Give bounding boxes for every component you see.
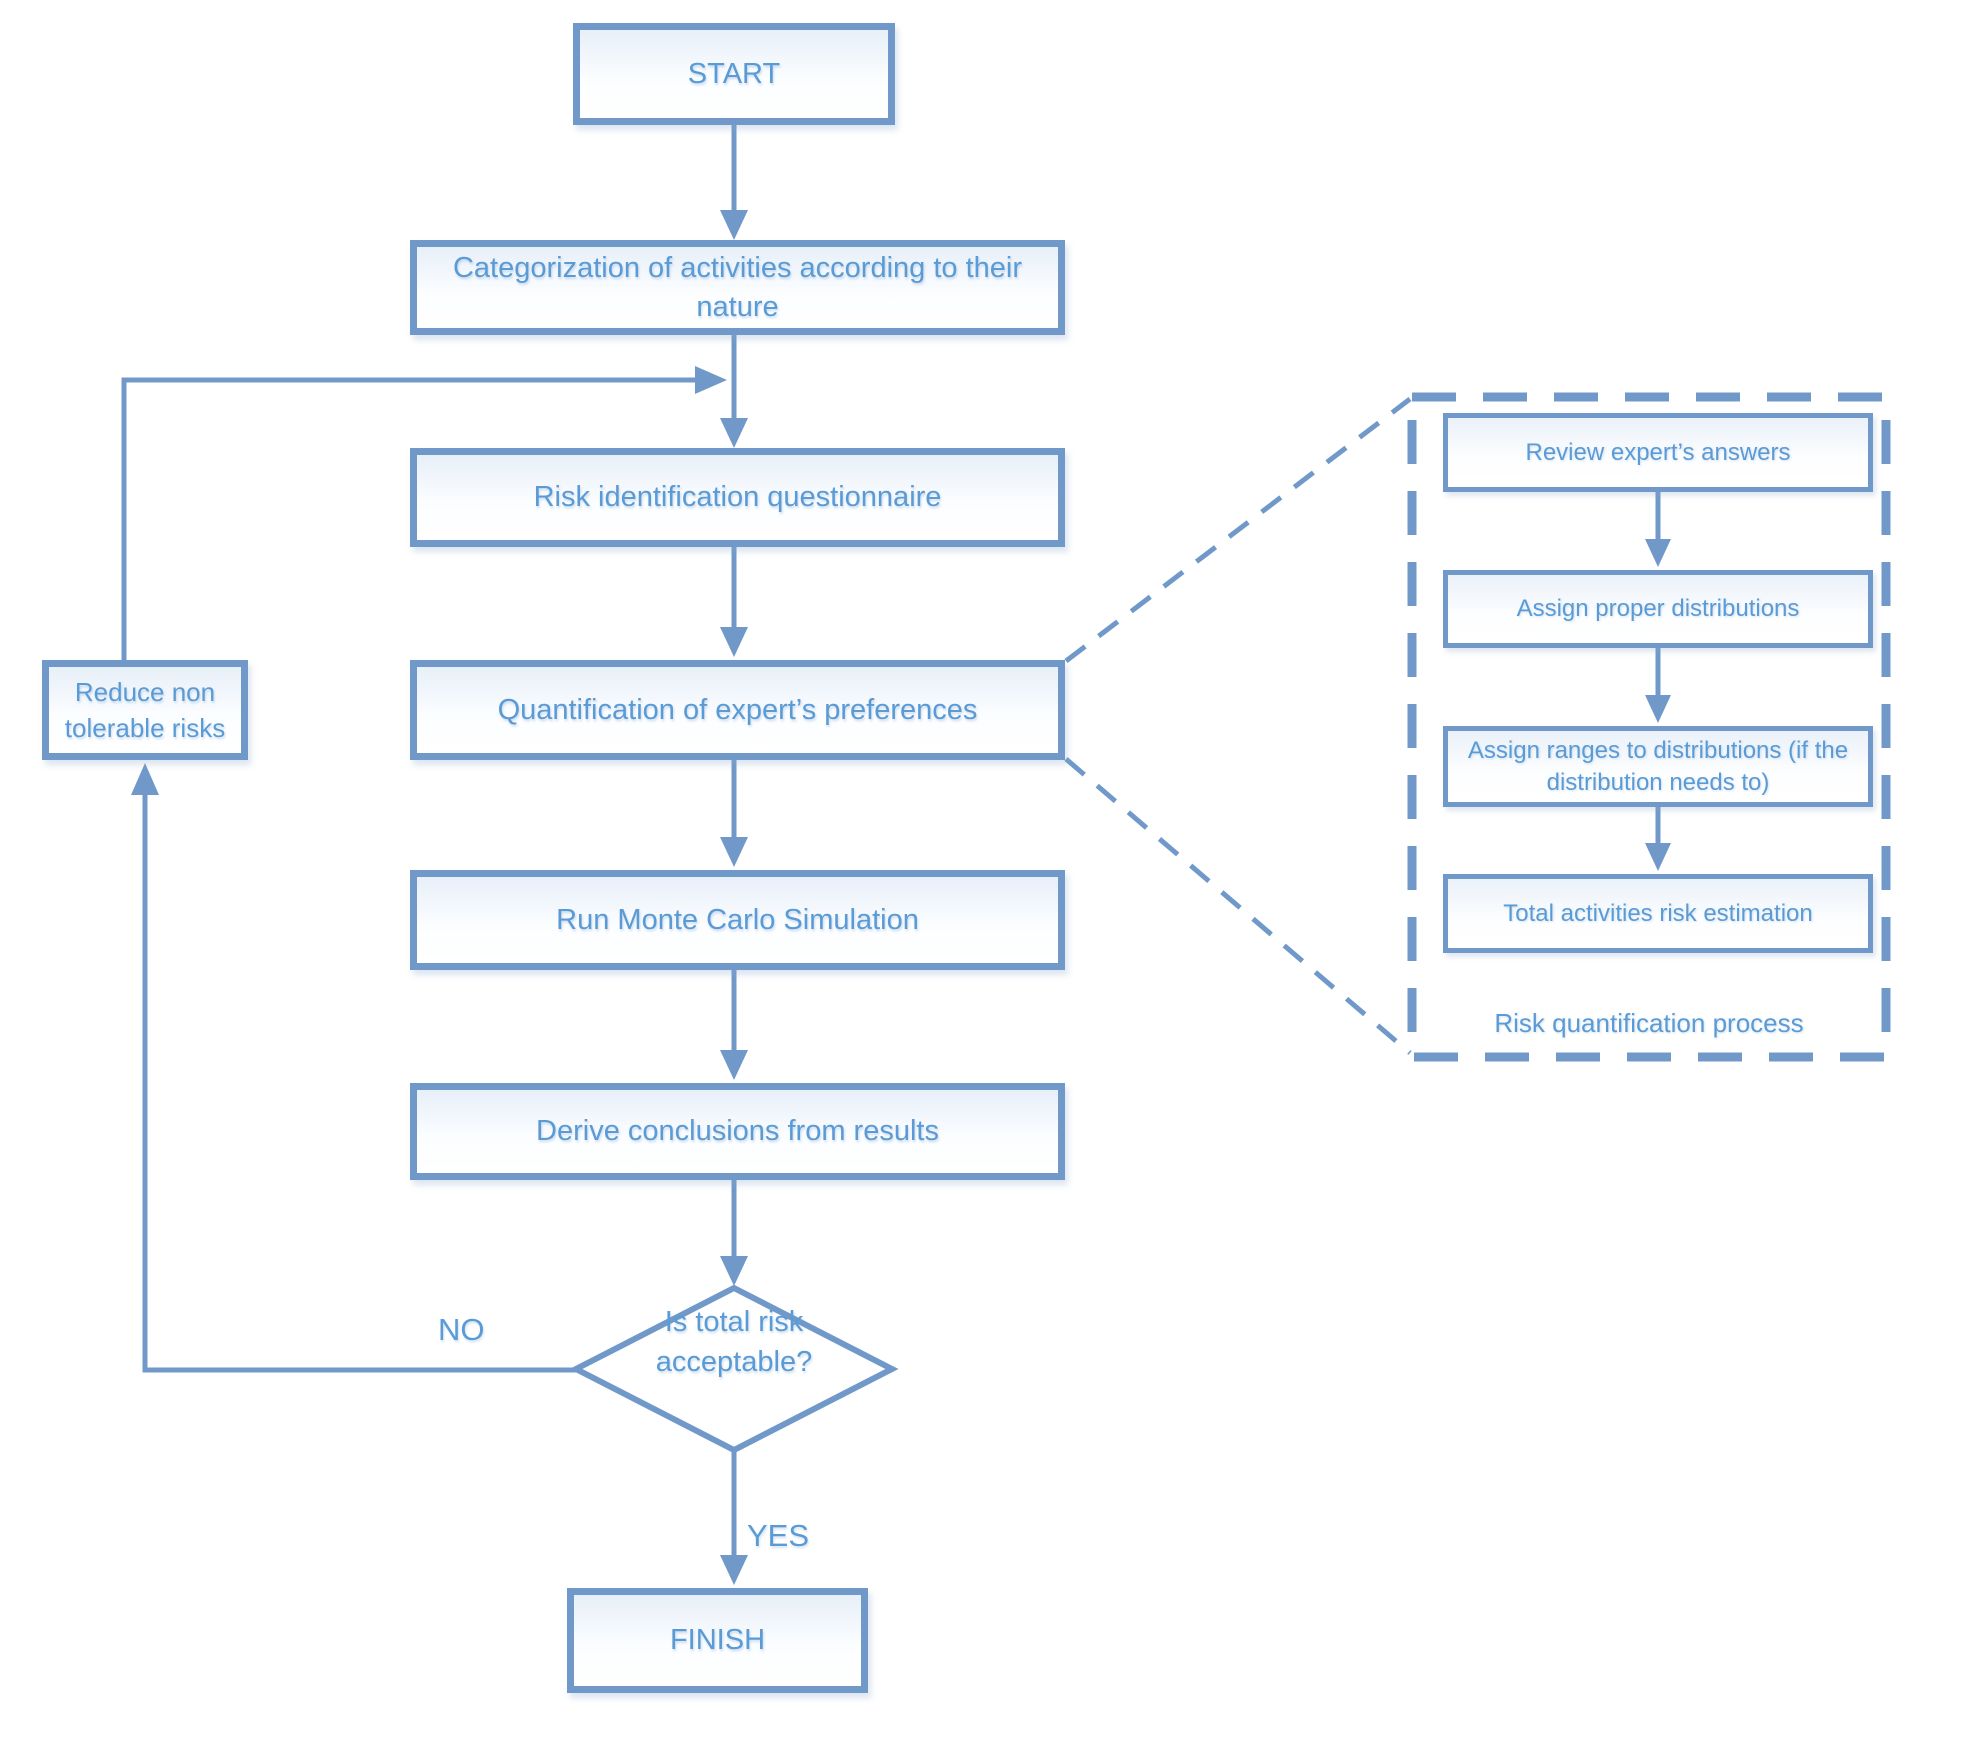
subprocess-panel-title: Risk quantification process [1494,1008,1804,1038]
panel-node-review-answers: Review expert’s answers [1443,413,1873,492]
flow-node-derive-conclusions: Derive conclusions from results [410,1083,1065,1180]
subprocess-panel-border [1407,392,1891,1062]
edge-derive-decision [720,1180,748,1286]
panel-node-total-risk-estimation-label: Total activities risk estimation [1503,899,1813,927]
edge-risk-identification-quantification [720,547,748,657]
decision-diamond [569,1284,899,1454]
flow-node-categorization: Categorization of activities according t… [410,240,1065,335]
dashed-connector-top [1064,397,1412,663]
flow-node-categorization-label: Categorization of activities according t… [452,252,1022,323]
flow-node-quantification: Quantification of expert’s preferences [410,660,1065,760]
dashed-connector-bottom [1064,757,1412,1055]
edge-quantification-monte-carlo [720,760,748,867]
flow-node-risk-identification-label: Risk identification questionnaire [533,481,942,514]
panel-node-review-answers-label: Review expert’s answers [1525,438,1791,466]
flow-node-derive-conclusions-label: Derive conclusions from results [536,1115,939,1148]
panel-node-assign-ranges-label: Assign ranges to distributions (if the d… [1467,737,1849,796]
panel-node-assign-distributions-label: Assign proper distributions [1516,595,1800,623]
edge-decision-finish-yes [720,1450,748,1585]
flow-node-reduce-risks-label: Reduce non tolerable risks [64,676,226,743]
edge-panel-assign-ranges [1645,648,1671,723]
edge-decision-reduce-no [131,763,576,1373]
flow-node-risk-identification: Risk identification questionnaire [410,448,1065,547]
edge-panel-review-assign [1645,492,1671,567]
flow-node-finish: FINISH [567,1588,868,1693]
edge-reduce-to-main [121,366,727,660]
flow-node-monte-carlo-label: Run Monte Carlo Simulation [556,903,919,936]
edge-panel-ranges-total [1645,807,1671,871]
edge-categorization-risk-identification [720,335,748,448]
flow-node-quantification-label: Quantification of expert’s preferences [497,693,978,726]
flow-node-start: START [573,23,895,125]
panel-node-assign-distributions: Assign proper distributions [1443,570,1873,648]
flow-node-monte-carlo: Run Monte Carlo Simulation [410,870,1065,970]
edge-monte-carlo-derive [720,970,748,1080]
flow-node-finish-label: FINISH [669,1624,766,1657]
edge-start-categorization [720,125,748,240]
panel-node-assign-ranges: Assign ranges to distributions (if the d… [1443,726,1873,807]
decision-node-label: Is total risk acceptable? [655,1306,813,1379]
panel-node-total-risk-estimation: Total activities risk estimation [1443,874,1873,953]
flow-node-reduce-risks: Reduce non tolerable risks [42,660,248,760]
edge-label-yes: YES [747,1518,810,1553]
flow-node-start-label: START [687,57,781,90]
edge-label-no: NO [438,1312,485,1347]
